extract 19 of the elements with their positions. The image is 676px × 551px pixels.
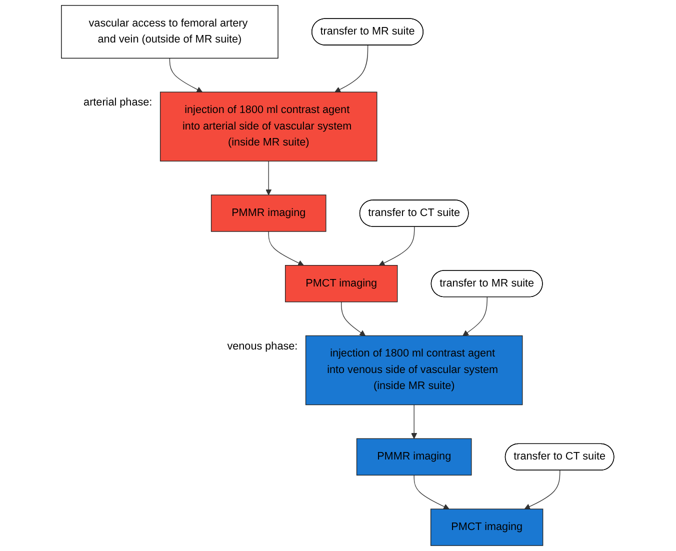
node-box [61, 5, 279, 59]
arrow [335, 45, 368, 92]
node-box [160, 92, 378, 162]
phase-label: arterial phase: [84, 96, 153, 109]
arrow [266, 160, 272, 196]
arrow [379, 226, 416, 266]
arrow [341, 302, 366, 336]
arrow [414, 474, 450, 510]
arrow [170, 58, 203, 92]
node-box [430, 508, 544, 546]
node-box [285, 265, 398, 302]
arrow [268, 231, 304, 266]
node-box [356, 438, 472, 476]
node-box [211, 194, 327, 232]
arrow [524, 470, 561, 510]
node-box [306, 335, 524, 406]
arrow [462, 296, 488, 336]
phase-label: venous phase: [228, 340, 298, 352]
arrow [411, 404, 418, 439]
